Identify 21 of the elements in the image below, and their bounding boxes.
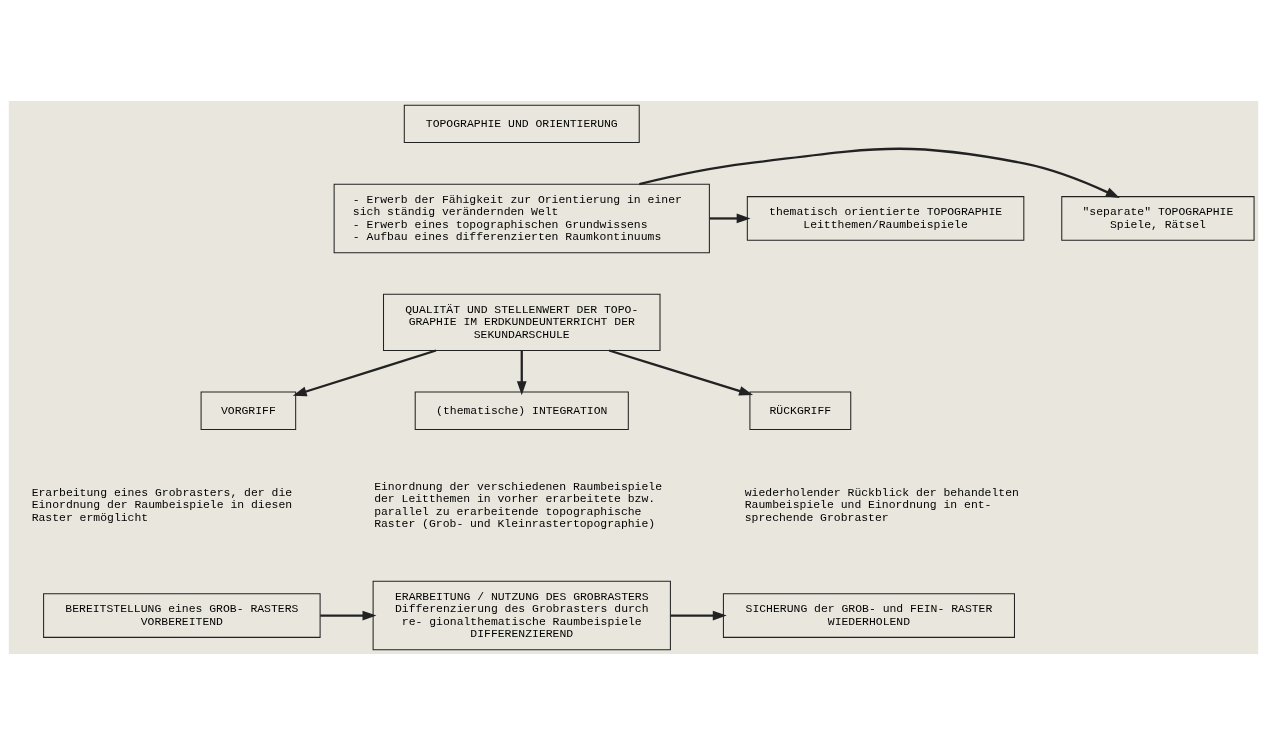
arrow	[639, 147, 1120, 199]
node-box: thematisch orientierte TOPOGRAPHIE Leitthemen/Raumbeispiele	[746, 196, 1025, 241]
arrow	[516, 350, 527, 396]
arrow	[608, 349, 754, 396]
arrow	[709, 213, 751, 224]
label: wiederholender Rückblick der behandelten Raumbeispiele und Einordnung in ent- sprechende Grobraster	[744, 485, 1019, 524]
node-box: VORGRIFF	[200, 391, 297, 430]
label: Einordnung der verschiedenen Raumbeispiele der Leitthemen in vorher erarbeitete bzw. parallel zu erarbeitende topographische Raster (Grob- und Kleinrastertopographie)	[374, 479, 663, 530]
arrow	[292, 349, 437, 397]
node-box: "separate" TOPOGRAPHIE Spiele, Rätsel	[1061, 196, 1255, 241]
node-box: QUALITÄT UND STELLENWERT DER TOPO- GRAPHIE IM ERDKUNDEUNTERRICHT DER SEKUNDARSCHULE	[383, 293, 661, 351]
node-box: RÜCKGRIFF	[749, 391, 852, 430]
node-box: BEREITSTELLUNG eines GROB- RASTERS VORBEREITEND	[43, 593, 321, 638]
arrow	[670, 610, 727, 621]
node-box: TOPOGRAPHIE UND ORIENTIERUNG	[403, 104, 640, 144]
node-box: SICHERUNG der GROB- und FEIN- RASTER WIEDERHOLEND	[722, 593, 1015, 638]
node-box: ERARBEITUNG / NUTZUNG DES GROBRASTERS Differenzierung des Grobrasters durch re- gionalthematische Raumbeispiele DIFFERENZIEREND	[372, 580, 671, 651]
arrow	[320, 610, 377, 621]
label: Erarbeitung eines Grobrasters, der die Einordnung der Raumbeispiele in diesen Raster ermöglicht	[31, 485, 293, 524]
node-box: - Erwerb der Fähigkeit zur Orientierung in einer sich ständig verändernden Welt - Erwerb eines topographischen Grundwissens - Aufbau eines differenzierten Raumkontinuums	[333, 183, 710, 254]
node-box: (thematische) INTEGRATION	[414, 391, 629, 430]
